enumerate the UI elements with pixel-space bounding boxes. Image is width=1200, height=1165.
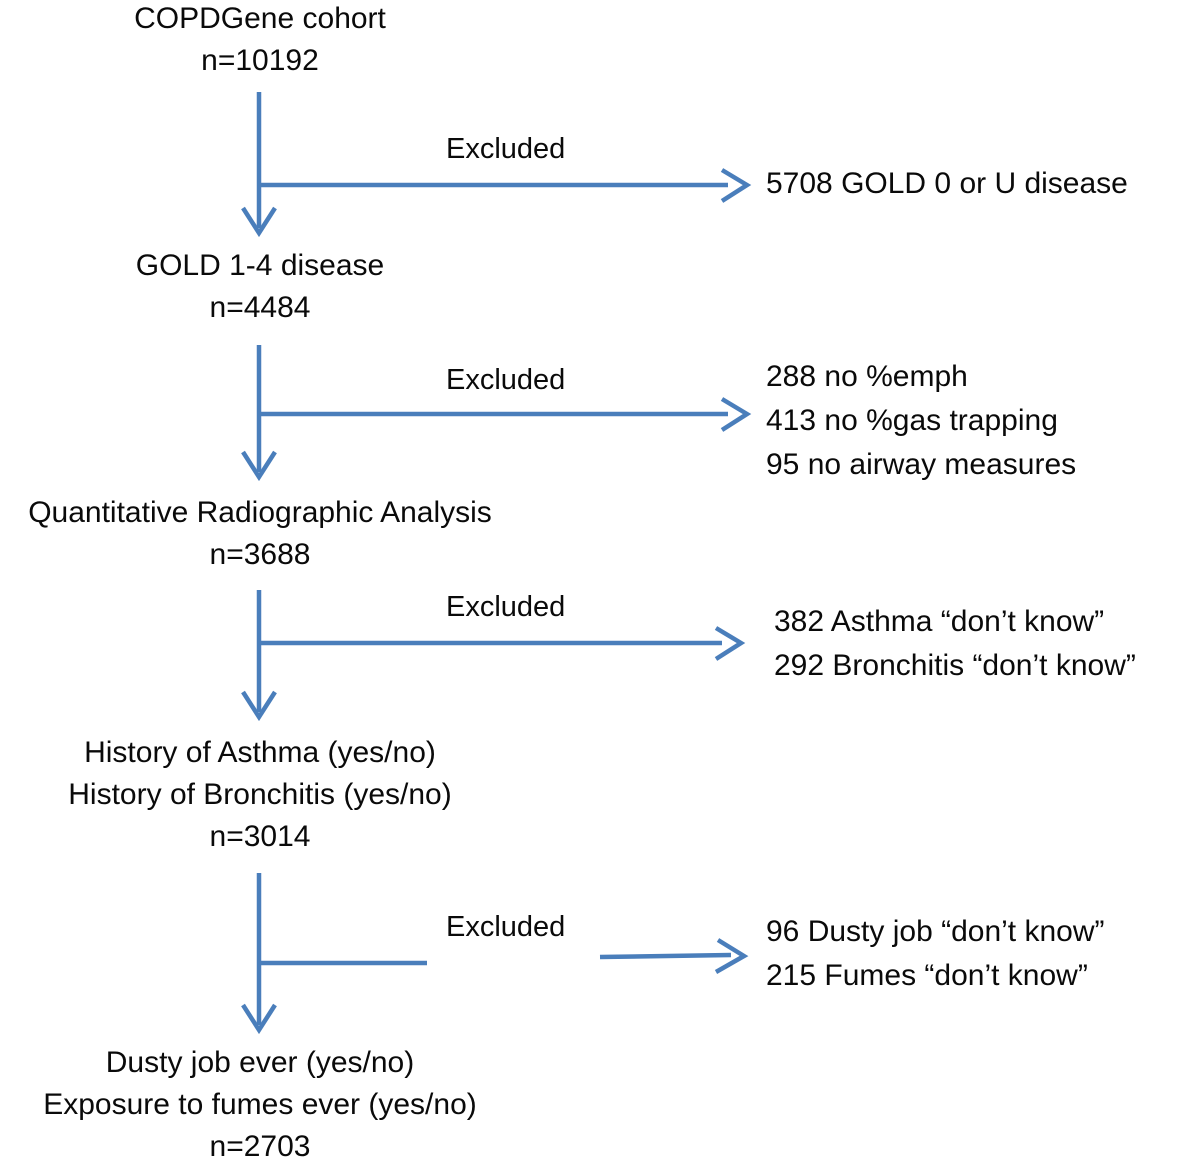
node-history-asthma: History of Asthma (yes/no) — [84, 736, 436, 769]
node-quantitative-radiographic-analysis-count: n=3688 — [209, 538, 311, 571]
exclusion-list-3: 382 Asthma “don’t know” 292 Bronchitis “… — [774, 600, 1136, 688]
node-gold-1-4-disease: GOLD 1-4 disease n=4484 — [0, 245, 520, 329]
exclusion-item: 215 Fumes “don’t know” — [766, 959, 1088, 992]
exclusion-item: 413 no %gas trapping — [766, 404, 1058, 437]
excluded-label-1: Excluded — [446, 133, 566, 165]
node-copdgene-cohort-count: n=10192 — [201, 44, 319, 77]
exclusion-list-1: 5708 GOLD 0 or U disease — [766, 162, 1128, 206]
exclusion-item: 382 Asthma “don’t know” — [774, 605, 1105, 638]
node-exposure-dusty-job: Dusty job ever (yes/no) — [105, 1046, 415, 1079]
exclusion-list-2: 288 no %emph 413 no %gas trapping 95 no … — [766, 355, 1076, 487]
node-history-bronchitis: History of Bronchitis (yes/no) — [68, 778, 452, 811]
exclusion-item: 292 Bronchitis “don’t know” — [774, 649, 1136, 682]
arrowhead-down-1 — [241, 206, 277, 238]
exclusion-item: 288 no %emph — [766, 360, 968, 393]
exclusion-item: 95 no airway measures — [766, 448, 1077, 481]
node-quantitative-radiographic-analysis: Quantitative Radiographic Analysis n=368… — [0, 492, 520, 576]
node-copdgene-cohort: COPDGene cohort n=10192 — [0, 0, 520, 82]
node-history-asthma-bronchitis: History of Asthma (yes/no) History of Br… — [0, 732, 520, 858]
arrowhead-right-3 — [714, 626, 746, 661]
node-gold-1-4-disease-count: n=4484 — [209, 291, 311, 324]
node-copdgene-cohort-title: COPDGene cohort — [134, 2, 386, 35]
node-quantitative-radiographic-analysis-title: Quantitative Radiographic Analysis — [28, 496, 492, 529]
node-exposure-count: n=2703 — [209, 1130, 311, 1163]
horizontal-connector-4-segment-b — [599, 952, 732, 960]
excluded-label-4: Excluded — [446, 911, 566, 943]
arrowhead-down-3 — [241, 690, 277, 722]
arrowhead-right-2 — [720, 397, 752, 432]
exclusion-list-4: 96 Dusty job “don’t know” 215 Fumes “don… — [766, 910, 1105, 998]
excluded-label-3: Excluded — [446, 591, 566, 623]
node-gold-1-4-disease-title: GOLD 1-4 disease — [135, 249, 385, 282]
arrowhead-down-4 — [241, 1003, 277, 1035]
excluded-label-2: Excluded — [446, 364, 566, 396]
arrowhead-right-1 — [720, 168, 752, 203]
arrowhead-down-2 — [241, 450, 277, 482]
exclusion-item: 96 Dusty job “don’t know” — [766, 915, 1105, 948]
node-exposure-dusty-job-fumes: Dusty job ever (yes/no) Exposure to fume… — [0, 1042, 520, 1165]
exclusion-item: 5708 GOLD 0 or U disease — [766, 167, 1128, 200]
node-exposure-fumes: Exposure to fumes ever (yes/no) — [43, 1088, 477, 1121]
arrowhead-right-4 — [714, 938, 749, 974]
node-history-count: n=3014 — [209, 820, 311, 853]
